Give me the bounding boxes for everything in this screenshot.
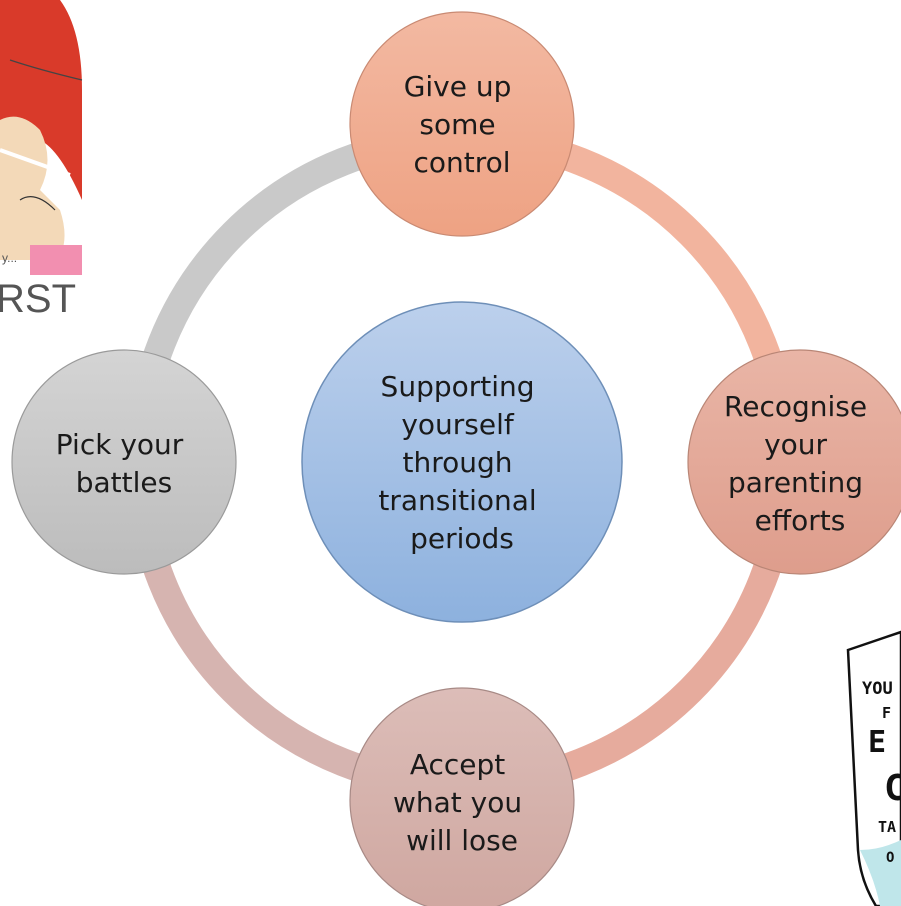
illustration-heading-fragment: RST — [0, 277, 76, 321]
doodle-text-e: E — [868, 725, 886, 760]
doodle-text-c: C — [884, 768, 901, 809]
node-give-up-some-control: Give up some control — [349, 11, 575, 237]
doodle-text-you: YOU — [862, 679, 893, 699]
doodle-text-o: O — [886, 850, 894, 866]
center-node-label: Supporting yourself through transitional… — [378, 370, 545, 555]
cartoon-illustration-top-left: y... RST — [0, 0, 83, 321]
center-node: Supporting yourself through transitional… — [301, 301, 623, 623]
node-recognise-your-parenting-efforts: Recognise your parenting efforts — [687, 349, 901, 575]
doodle-text-ta: TA — [878, 818, 896, 836]
doodle-text-f: F — [882, 704, 891, 722]
node-pick-your-battles: Pick your battles — [11, 349, 237, 575]
node-pick-your-battles-label: Pick your battles — [56, 428, 192, 499]
doodle-illustration-bottom-right: YOU F E C TA O — [846, 630, 901, 906]
node-accept-what-you-will-lose: Accept what you will lose — [349, 687, 575, 906]
node-give-up-some-control-label: Give up some control — [404, 70, 521, 179]
illustration-caption-fragment: y... — [2, 251, 17, 265]
node-recognise-your-parenting-efforts-label: Recognise your parenting efforts — [724, 390, 876, 537]
node-accept-what-you-will-lose-label: Accept what you will lose — [393, 748, 531, 857]
